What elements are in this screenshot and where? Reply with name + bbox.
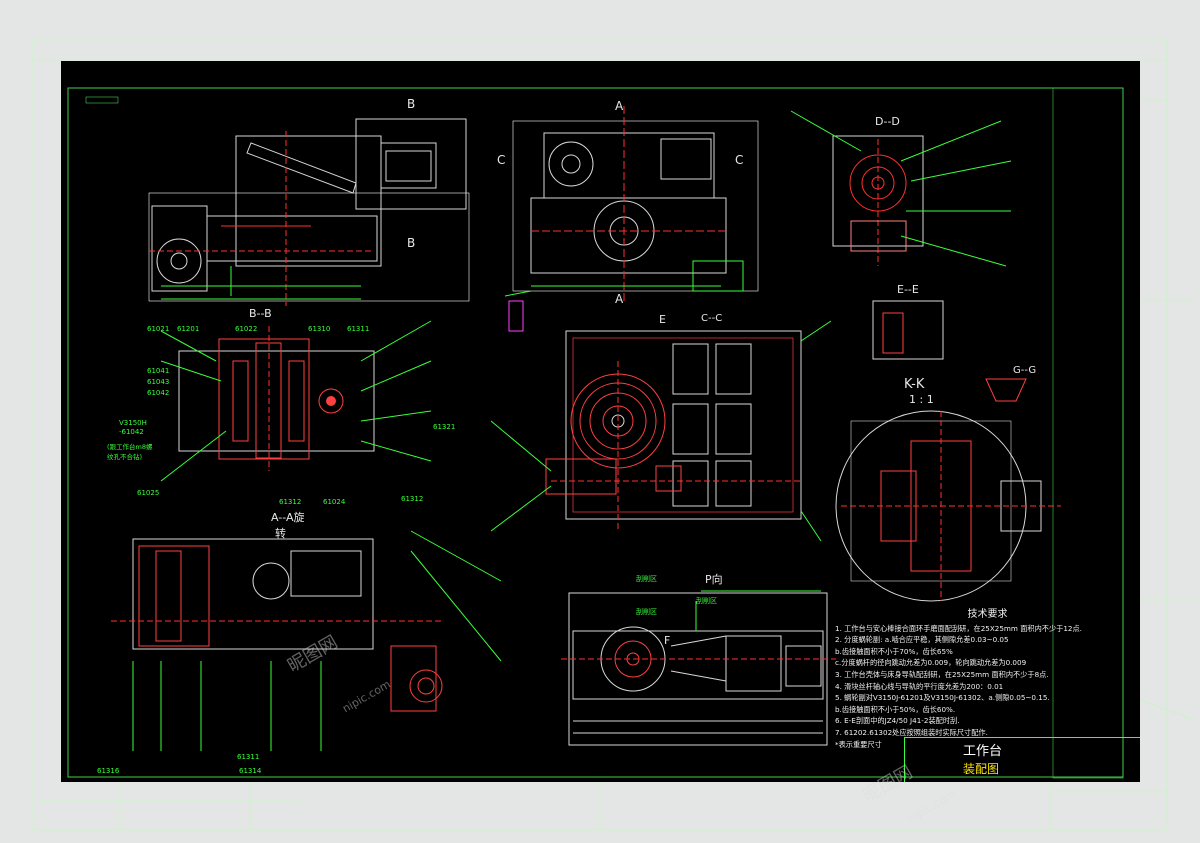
view-top-left [148, 118, 470, 306]
tech-title: 技术要求 [967, 609, 1008, 620]
callout: V3150H [119, 419, 147, 427]
callout: 刮削区 [696, 596, 717, 605]
title-block: 工作台 装配图 [904, 737, 1140, 782]
view-label-ee: E--E [897, 283, 919, 296]
view-top-center [512, 106, 759, 301]
view-ee [872, 300, 1027, 402]
callout: 61312 [401, 495, 423, 503]
callout: 61024 [323, 498, 346, 506]
tech-item: 1. 工作台与安心棒接合面环手磨面配刮研，在25X25mm 面积内不少于12点. [835, 623, 1082, 633]
view-label-kk-scale: 1 : 1 [909, 393, 934, 406]
callout: 61021 [147, 325, 169, 333]
tech-item: 7. 61202.61302处应按照组装时实际尺寸配作. [835, 727, 988, 737]
callout: 61042 [147, 389, 169, 397]
view-label-gg: G--G [1013, 365, 1036, 376]
title-block-code: 装配图 [963, 762, 1000, 776]
view-bb [160, 320, 432, 482]
labels: B B A A C C D--D B--B E--E G--G K-K 1 : … [97, 97, 1036, 775]
view-aa-rotated [111, 530, 502, 751]
callout: 刮削区 [636, 574, 657, 583]
callout: 61022 [235, 325, 257, 333]
callout: -61042 [119, 428, 144, 436]
view-label-dd: D--D [875, 115, 900, 128]
tech-item: b.齿接触面积不小于70%，齿长65% [835, 646, 953, 656]
view-label-a-bottom: A [615, 292, 624, 306]
tech-item: *表示重要尺寸 [835, 739, 882, 749]
tech-item: b.齿接触面积不小于50%，齿长60%. [835, 704, 956, 714]
callout: (跟工作台m8螺 [107, 442, 153, 451]
code-box [85, 96, 119, 104]
tech-item: 4. 滑块丝杆轴心线与导轨的平行度允差为200：0.01 [835, 681, 1004, 691]
view-f-detail [504, 290, 532, 332]
callout: 61311 [347, 325, 369, 333]
tech-item: 2. 分度蜗轮副: a.啮合应平稳，其侧隙允差0.03~0.05 [835, 635, 1009, 645]
view-center-plan [490, 320, 832, 542]
view-label-b-bottom: B [407, 236, 415, 250]
tech-item: 5. 蜗轮副对V3150J-61201及V3150J-61302、a.侧隙0.0… [835, 693, 1050, 703]
view-label-e: E [659, 313, 666, 326]
view-label-f: F [664, 634, 670, 647]
callout: 刮削区 [636, 607, 657, 616]
callout: 61316 [97, 767, 120, 775]
view-label-b-top: B [407, 97, 415, 111]
view-label-aa-rotated-2: 转 [275, 526, 286, 540]
callout: 61025 [137, 489, 159, 497]
view-label-p-direction: P向 [705, 572, 723, 586]
view-label-c-left: C [497, 153, 505, 167]
callout: 61321 [433, 423, 455, 431]
callout: 61043 [147, 378, 169, 386]
callout: 纹孔不合钻) [107, 452, 142, 461]
callout: 61311 [237, 753, 259, 761]
cad-drawing: B B A A C C D--D B--B E--E G--G K-K 1 : … [67, 87, 1124, 779]
callout: 61314 [239, 767, 262, 775]
view-label-cc: C--C [701, 313, 722, 324]
view-label-c-right: C [735, 153, 743, 167]
technical-requirements: 技术要求 1. 工作台与安心棒接合面环手磨面配刮研，在25X25mm 面积内不少… [835, 609, 1140, 750]
view-label-bb: B--B [249, 307, 272, 320]
tech-item: c.分度蜗杆的径向跳动允差为0.009，轮向跳动允差为0.009 [835, 658, 1027, 668]
frame-margin [1052, 87, 1124, 779]
tech-item: 6. E-E剖面中的JZ4/50 J41-2装配时刮. [835, 716, 960, 726]
callout: 61201 [177, 325, 199, 333]
view-label-aa-rotated: A--A旋 [271, 510, 305, 524]
callout: 61310 [308, 325, 330, 333]
title-block-name: 工作台 [963, 744, 1003, 759]
callout: 61312 [279, 498, 301, 506]
callout: 61041 [147, 367, 169, 375]
drawing-sheet: B B A A C C D--D B--B E--E G--G K-K 1 : … [61, 61, 1140, 782]
view-label-kk: K-K [904, 377, 925, 392]
view-p-direction [561, 590, 836, 746]
view-label-a-top: A [615, 99, 624, 113]
tech-item: 3. 工作台壳体与床身导轨配刮研，在25X25mm 面积内不少于8点. [835, 669, 1049, 679]
view-kk [835, 410, 1061, 602]
view-dd [790, 110, 1012, 267]
